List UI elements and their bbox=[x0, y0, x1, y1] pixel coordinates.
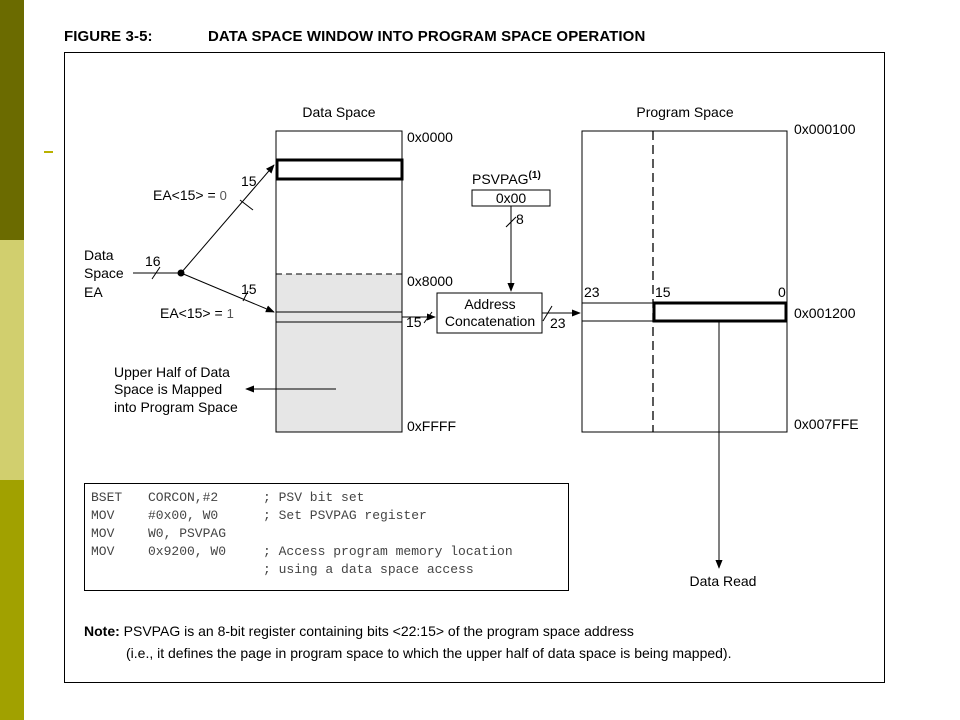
concat-to-program-bus-width: 23 bbox=[550, 315, 566, 331]
data-space-shaded-region bbox=[276, 274, 402, 432]
psvpag-bus-width: 8 bbox=[516, 211, 524, 227]
ea-input-label-line3: EA bbox=[84, 284, 103, 300]
program-space-addr-bottom: 0x007FFE bbox=[794, 416, 859, 432]
branch-upper-arrow bbox=[180, 164, 275, 274]
code-args: CORCON,#2 bbox=[148, 490, 219, 505]
data-space-addr-top: 0x0000 bbox=[407, 129, 453, 145]
branch-lower-condition-value: 1 bbox=[227, 306, 234, 321]
data-space-addr-bottom: 0xFFFF bbox=[407, 418, 456, 434]
psvpag-label: PSVPAG(1) bbox=[472, 170, 541, 187]
data-space-addr-mid: 0x8000 bbox=[407, 273, 453, 289]
code-args: 0x9200, W0 bbox=[148, 544, 227, 559]
footnote-text-line1: PSVPAG is an 8-bit register containing b… bbox=[119, 623, 634, 639]
code-comment: ; using a data space access bbox=[263, 562, 474, 577]
figure-frame bbox=[64, 52, 885, 683]
upper-half-note-line3: into Program Space bbox=[114, 399, 238, 415]
upper-half-note-line2: Space is Mapped bbox=[114, 381, 222, 397]
bullet-dash-mark bbox=[44, 151, 53, 153]
code-op: MOV bbox=[91, 508, 115, 523]
code-args: #0x00, W0 bbox=[148, 508, 219, 523]
code-listing: BSET CORCON,#2 ; PSV bit set MOV #0x00, … bbox=[84, 483, 569, 591]
program-space-addr-top: 0x000100 bbox=[794, 121, 856, 137]
left-strip-middle bbox=[0, 240, 24, 480]
figure-number: FIGURE 3-5: bbox=[64, 28, 153, 45]
code-op: BSET bbox=[91, 490, 123, 505]
code-args: W0, PSVPAG bbox=[148, 526, 227, 541]
branch-upper-condition-value: 0 bbox=[220, 188, 227, 203]
program-space-bit-0: 0 bbox=[778, 284, 786, 300]
psvpag-footnote-ref: (1) bbox=[529, 170, 541, 181]
ea-input-label-line2: Space bbox=[84, 265, 124, 281]
left-strip-top bbox=[0, 0, 24, 240]
program-space-addr-mid: 0x001200 bbox=[794, 305, 856, 321]
data-space-block bbox=[275, 130, 403, 433]
code-comment: ; Access program memory location bbox=[263, 544, 513, 559]
code-line: MOV W0, PSVPAG bbox=[91, 526, 226, 606]
program-space-label: Program Space bbox=[636, 104, 733, 120]
ea-input-bus-width: 16 bbox=[145, 253, 161, 269]
branch-lower-bus-width: 15 bbox=[241, 281, 257, 297]
code-line: MOV #0x00, W0 ; Set PSVPAG register bbox=[91, 508, 427, 588]
branch-lower-arrow bbox=[180, 272, 275, 313]
ea-input-label-line1: Data bbox=[84, 247, 114, 263]
data-to-concat-bus-width: 15 bbox=[406, 314, 422, 330]
concat-to-program-bus-tick bbox=[542, 305, 553, 322]
branch-lower-condition: EA<15> = 1 bbox=[160, 305, 234, 321]
code-line: MOV 0x9200, W0 ; Access program memory l… bbox=[91, 544, 513, 624]
code-op: MOV bbox=[91, 544, 115, 559]
data-space-label: Data Space bbox=[302, 104, 375, 120]
branch-upper-condition: EA<15> = 0 bbox=[153, 187, 227, 203]
figure-title: DATA SPACE WINDOW INTO PROGRAM SPACE OPE… bbox=[208, 28, 646, 45]
footnote-prefix: Note: bbox=[84, 623, 120, 639]
branch-lower-bus-tick bbox=[242, 290, 249, 302]
branch-upper-bus-tick bbox=[239, 199, 254, 211]
code-comment: ; Set PSVPAG register bbox=[263, 508, 427, 523]
program-space-selected-word bbox=[652, 301, 788, 323]
branch-upper-bus-width: 15 bbox=[241, 173, 257, 189]
code-line: ; using a data space access bbox=[91, 562, 474, 642]
footnote-line1: Note: PSVPAG is an 8-bit register contai… bbox=[84, 623, 634, 639]
psvpag-value: 0x00 bbox=[496, 190, 527, 206]
code-op: MOV bbox=[91, 526, 115, 541]
upper-half-note-line1: Upper Half of Data bbox=[114, 364, 230, 380]
psvpag-bus-tick bbox=[505, 216, 517, 228]
data-to-concat-bus-tick bbox=[423, 311, 433, 324]
code-line: BSET CORCON,#2 ; PSV bit set bbox=[91, 490, 364, 570]
program-space-block bbox=[581, 130, 788, 433]
program-space-bit-23: 23 bbox=[584, 284, 600, 300]
program-space-bit-15: 15 bbox=[655, 284, 671, 300]
code-comment: ; PSV bit set bbox=[263, 490, 365, 505]
address-concatenation-label-line1: Address bbox=[464, 296, 515, 312]
left-strip-bottom bbox=[0, 480, 24, 720]
footnote-text-line2: (i.e., it defines the page in program sp… bbox=[126, 645, 732, 661]
address-concatenation-label-line2: Concatenation bbox=[445, 313, 535, 329]
data-space-selected-word-upper bbox=[275, 158, 404, 181]
data-read-label: Data Read bbox=[690, 573, 757, 589]
ea-input-bus-tick bbox=[151, 266, 161, 280]
